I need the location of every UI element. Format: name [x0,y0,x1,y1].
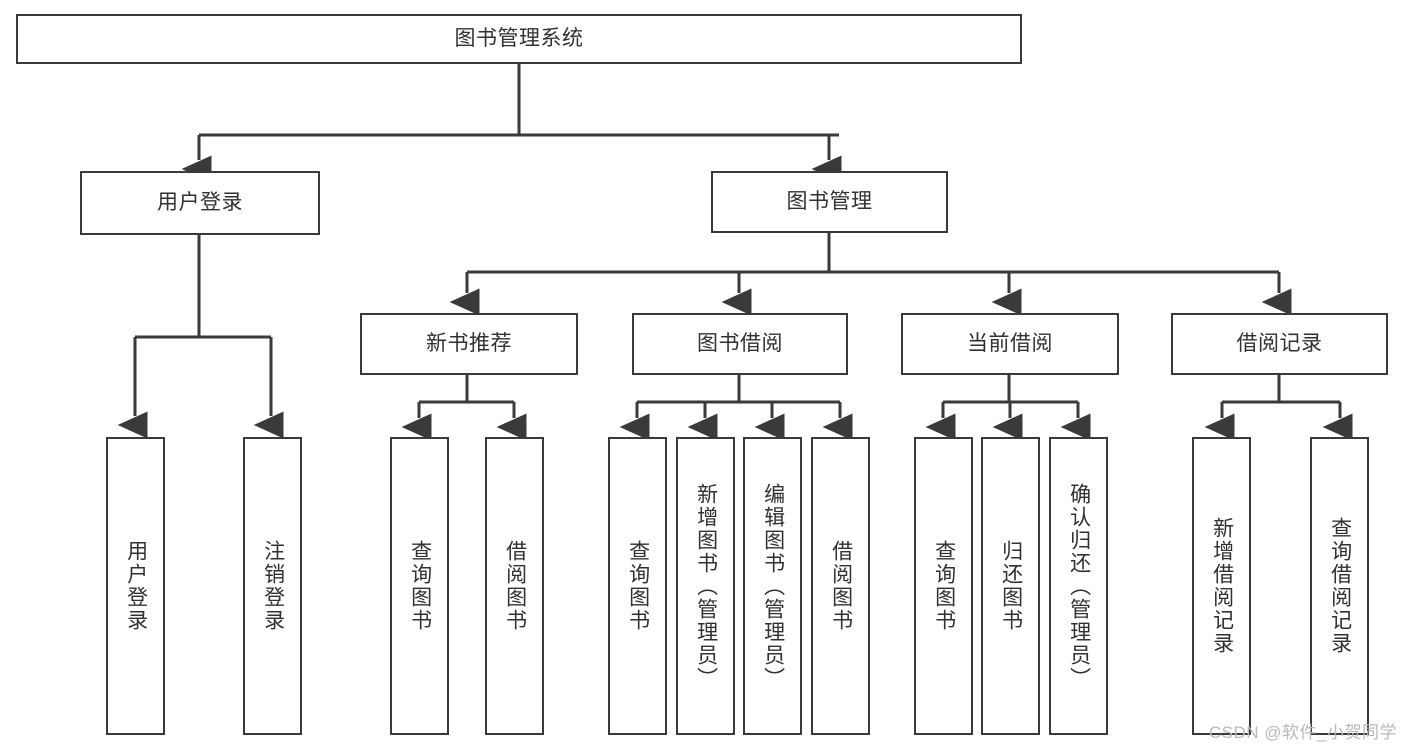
node-book-manage-label: 图书管理 [786,190,873,214]
leaf-query-book-2[interactable]: 查询图书 [608,437,667,735]
node-borrow-record[interactable]: 借阅记录 [1171,313,1388,375]
node-book-borrow[interactable]: 图书借阅 [632,313,848,375]
node-new-book-rec[interactable]: 新书推荐 [360,313,578,375]
leaf-query-record-label: 查询借阅记录 [1328,517,1352,655]
node-borrow-record-label: 借阅记录 [1236,332,1323,356]
node-current-borrow[interactable]: 当前借阅 [901,313,1119,375]
leaf-borrow-book-1-label: 借阅图书 [503,540,527,632]
leaf-user-login-label: 用户登录 [124,540,148,632]
leaf-query-book-1-label: 查询图书 [408,540,432,632]
leaf-edit-book-label: 编辑图书（管理员） [761,482,785,690]
leaf-logout[interactable]: 注销登录 [243,437,302,735]
node-user-login-label: 用户登录 [157,191,243,215]
leaf-confirm-return[interactable]: 确认归还（管理员） [1049,437,1108,735]
node-root[interactable]: 图书管理系统 [16,14,1022,64]
node-root-label: 图书管理系统 [454,27,584,51]
leaf-add-record-label: 新增借阅记录 [1210,517,1234,655]
leaf-borrow-book-1[interactable]: 借阅图书 [485,437,544,735]
leaf-return-book-label: 归还图书 [999,540,1023,632]
leaf-add-book[interactable]: 新增图书（管理员） [676,437,735,735]
leaf-confirm-return-label: 确认归还（管理员） [1067,482,1091,690]
leaf-add-book-label: 新增图书（管理员） [694,482,718,690]
leaf-return-book[interactable]: 归还图书 [981,437,1040,735]
leaf-query-book-2-label: 查询图书 [626,540,650,632]
node-book-borrow-label: 图书借阅 [697,332,783,356]
node-current-borrow-label: 当前借阅 [967,332,1053,356]
leaf-edit-book[interactable]: 编辑图书（管理员） [743,437,802,735]
node-user-login[interactable]: 用户登录 [80,171,320,235]
leaf-query-record[interactable]: 查询借阅记录 [1310,437,1369,735]
leaf-borrow-book-2[interactable]: 借阅图书 [811,437,870,735]
leaf-user-login[interactable]: 用户登录 [106,437,165,735]
leaf-borrow-book-2-label: 借阅图书 [829,540,853,632]
leaf-add-record[interactable]: 新增借阅记录 [1192,437,1251,735]
leaf-query-book-3[interactable]: 查询图书 [914,437,973,735]
node-new-book-rec-label: 新书推荐 [426,332,512,356]
node-book-manage[interactable]: 图书管理 [711,171,948,233]
leaf-logout-label: 注销登录 [261,540,285,632]
leaf-query-book-1[interactable]: 查询图书 [390,437,449,735]
leaf-query-book-3-label: 查询图书 [932,540,956,632]
